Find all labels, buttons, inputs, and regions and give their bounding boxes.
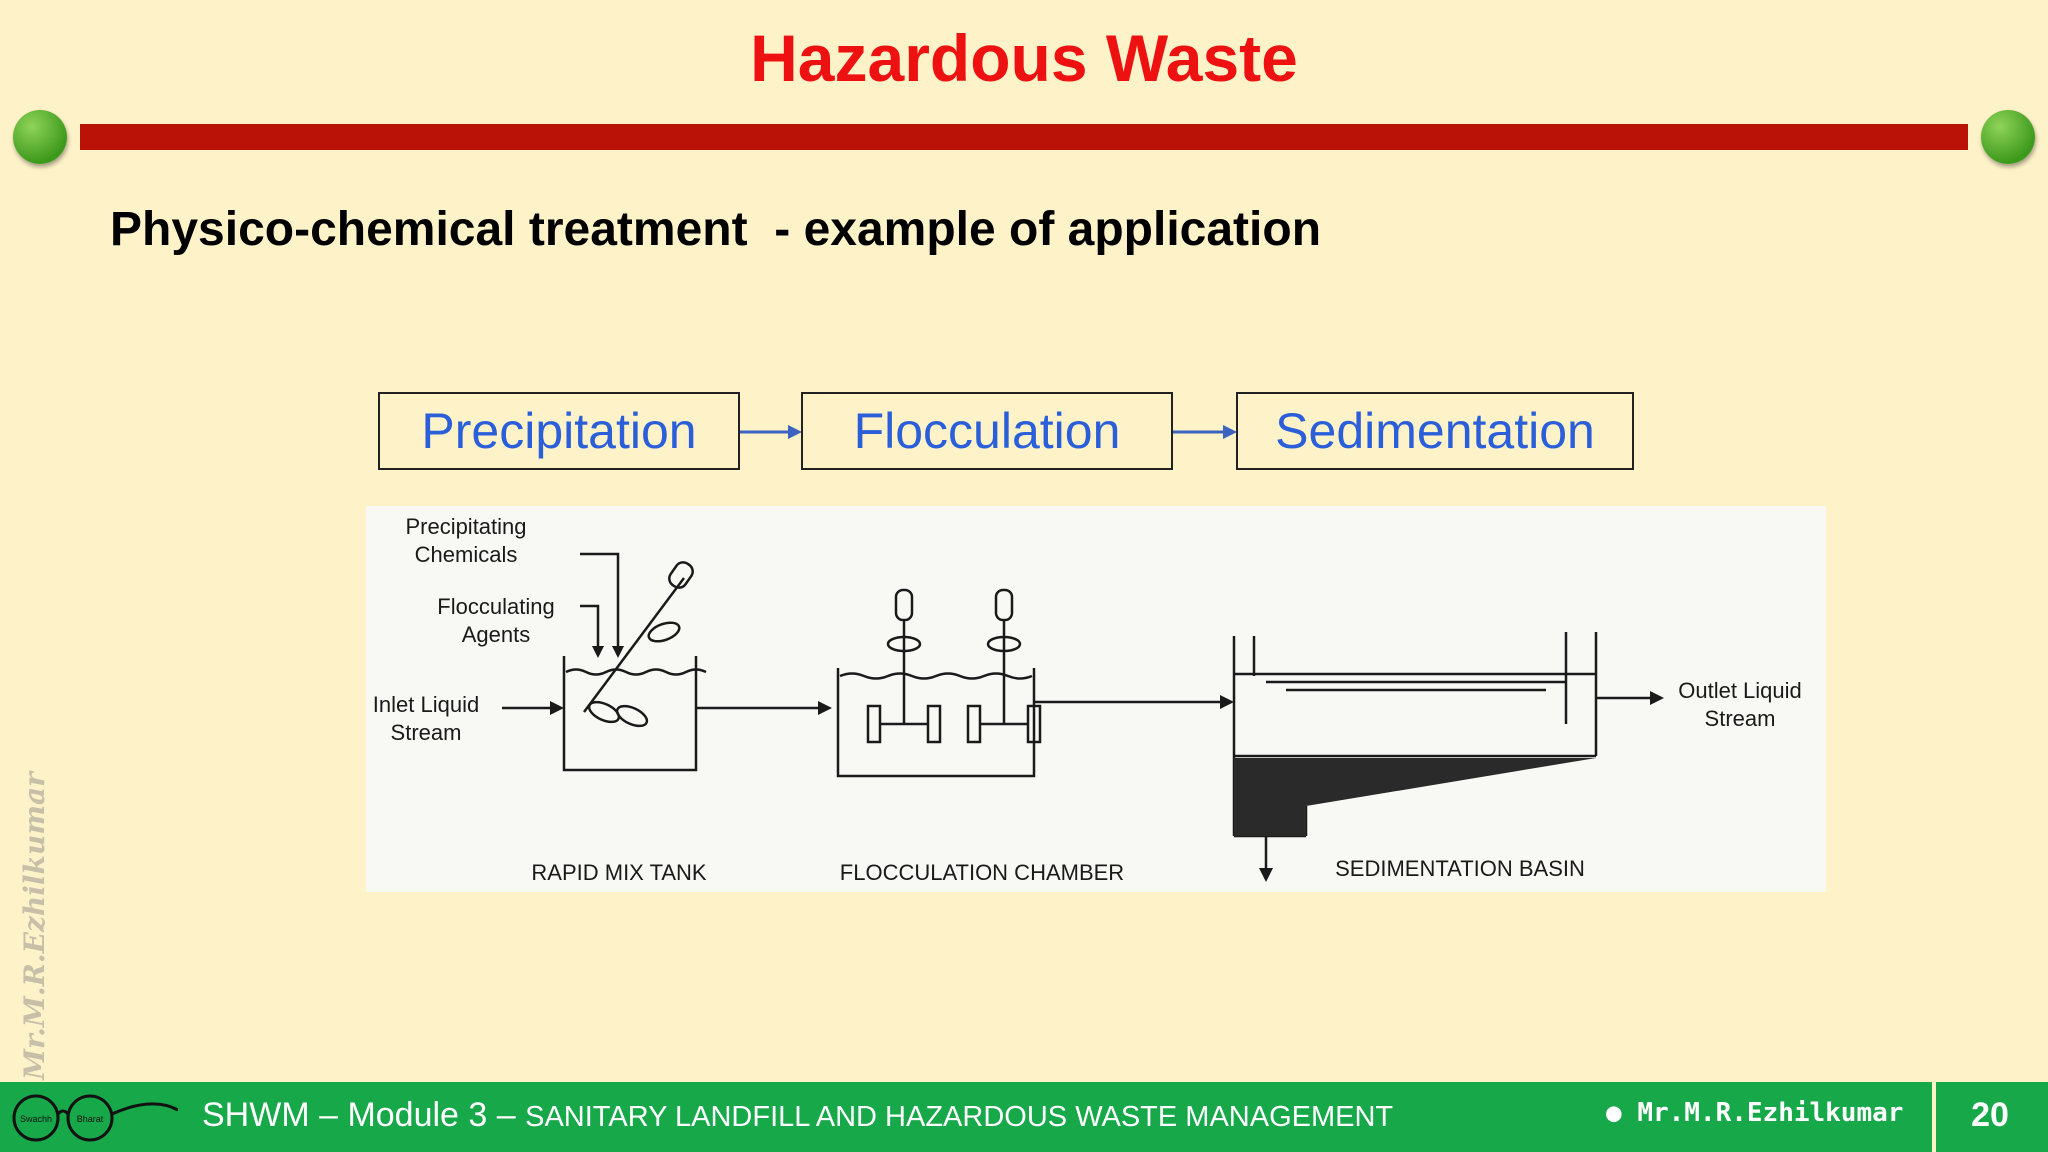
footer-course-name: SANITARY LANDFILL AND HAZARDOUS WASTE MA… — [525, 1101, 1394, 1133]
outlet-label: Stream — [1705, 706, 1776, 731]
footer-divider — [1932, 1082, 1936, 1152]
flocculation-chamber-label: FLOCCULATION CHAMBER — [840, 860, 1124, 885]
precipitating-chemicals-label: Chemicals — [415, 542, 518, 567]
arrow-right-icon — [1173, 425, 1237, 439]
slide-subtitle: Physico-chemical treatment - example of … — [110, 203, 1322, 256]
logo-text: Swachh — [20, 1114, 52, 1124]
process-diagram: Precipitating Chemicals Flocculating Age… — [366, 506, 1826, 892]
flocculating-agents-label: Flocculating — [437, 594, 554, 619]
outlet-label: Outlet Liquid — [1678, 678, 1802, 703]
precipitating-chemicals-label: Precipitating — [405, 514, 526, 539]
inlet-label: Inlet Liquid — [373, 692, 479, 717]
sedimentation-basin-label: SEDIMENTATION BASIN — [1335, 856, 1585, 881]
watermark-text: Mr.M.R.Ezhilkumar — [18, 772, 51, 1080]
page-number: 20 — [1971, 1096, 2009, 1134]
rapid-mix-tank-label: RAPID MIX TANK — [531, 860, 707, 885]
slide-title: Hazardous Waste — [750, 21, 1298, 95]
footer-module-prefix: SHWM – Module 3 – — [202, 1096, 526, 1134]
footer-bar — [0, 1082, 2048, 1152]
title-underline-bar — [80, 124, 1968, 150]
step-flocculation: Flocculation — [801, 392, 1173, 470]
left-bullet-dot — [13, 110, 67, 164]
footer-course-title: SHWM – Module 3 – SANITARY LANDFILL AND … — [202, 1096, 1393, 1135]
right-bullet-dot — [1981, 110, 2035, 164]
inlet-label: Stream — [391, 720, 462, 745]
flocculating-agents-label: Agents — [462, 622, 531, 647]
footer-author: ● Mr.M.R.Ezhilkumar — [1606, 1098, 1904, 1128]
swachh-bharat-glasses-logo: Swachh Bharat — [12, 1094, 178, 1142]
step-sedimentation: Sedimentation — [1236, 392, 1634, 470]
speaker-head-icon: ● — [1606, 1098, 1622, 1128]
step-precipitation: Precipitation — [378, 392, 740, 470]
arrow-right-icon — [740, 425, 802, 439]
logo-text: Bharat — [77, 1114, 104, 1124]
